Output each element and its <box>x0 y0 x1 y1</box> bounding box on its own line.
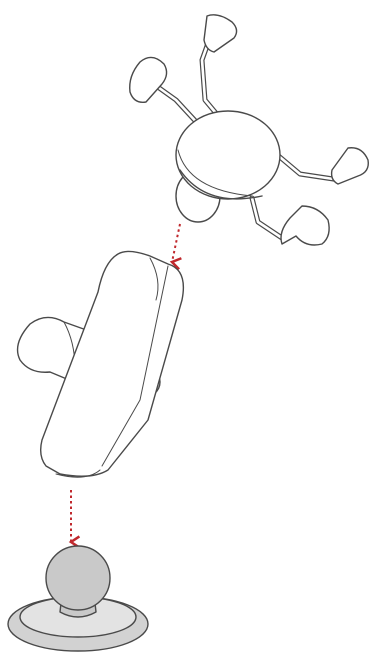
double-socket-arm-icon <box>18 251 184 477</box>
ball-mount-base-icon <box>8 546 148 651</box>
x-grip-phone-holder-icon <box>130 15 369 245</box>
dotted-down-arrow-icon <box>172 224 180 262</box>
